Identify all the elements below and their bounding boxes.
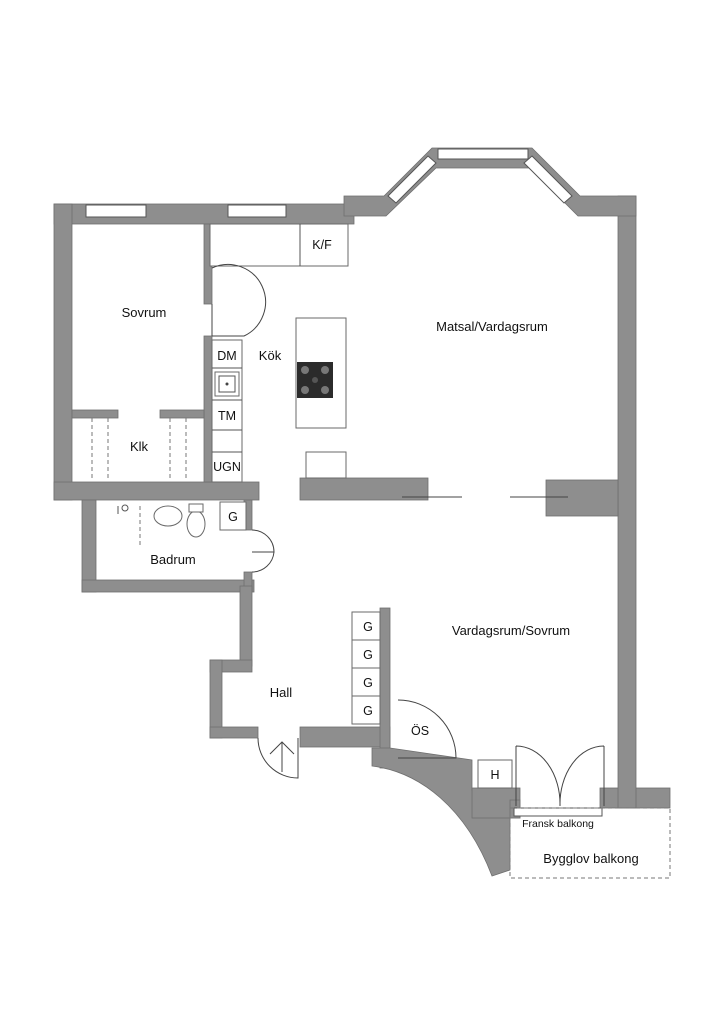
wall-east [617, 195, 637, 809]
balcony-rail [513, 807, 603, 817]
door-entrance [257, 737, 299, 779]
door-bath [251, 529, 275, 573]
label-fransk-balkong: Fransk balkong [522, 818, 594, 830]
wall-west [53, 203, 73, 501]
door-os [397, 699, 457, 759]
doors [211, 263, 605, 817]
counter-side [211, 339, 243, 483]
room-label-kok: Kök [259, 348, 282, 363]
closet-klk [91, 418, 187, 480]
wall-bath-west [81, 499, 97, 593]
room-label-hall: Hall [270, 685, 293, 700]
label-tm: TM [218, 409, 236, 423]
label-os: ÖS [411, 724, 429, 738]
wall-closet-right [159, 409, 205, 419]
window-kitchen [227, 204, 287, 218]
label-h: H [490, 768, 499, 782]
label-ugn: UGN [213, 460, 241, 474]
label-g-wardrobe-4: G [363, 704, 373, 718]
wardrobes [351, 611, 513, 789]
wall-hall-step [239, 585, 253, 667]
room-label-badrum: Badrum [150, 552, 196, 567]
wall-bath-south [81, 579, 255, 593]
wall-hall-west [209, 659, 223, 739]
label-g-wardrobe-2: G [363, 648, 373, 662]
wall-bedroom-south [53, 481, 260, 501]
wall-hall-south-left [209, 726, 259, 739]
wall-east-pilaster [545, 479, 619, 517]
wall-bedroom-east-lower [203, 335, 213, 483]
room-label-sovrum: Sovrum [122, 305, 167, 320]
bathroom-fixtures [117, 501, 247, 548]
wall-closet-left [71, 409, 119, 419]
room-label-vardagsrum-sovrum: Vardagsrum/Sovrum [452, 623, 570, 638]
kitchen-counter-stub [305, 451, 347, 479]
window-bedroom [85, 204, 147, 218]
label-g-bath: G [228, 510, 238, 524]
window-bay-left [387, 155, 437, 204]
labels: Sovrum Klk Kök Matsal/Vardagsrum Badrum … [122, 238, 639, 866]
room-label-matsal: Matsal/Vardagsrum [436, 319, 548, 334]
door-balcony [515, 745, 605, 807]
walls [53, 147, 671, 877]
h-cabinet [477, 759, 513, 789]
entrance-arrow [269, 741, 295, 772]
window-bay-right [523, 155, 573, 204]
label-dm: DM [217, 349, 236, 363]
wall-hall-south-right [299, 726, 391, 748]
kitchen [209, 223, 349, 483]
window-bay-center [437, 148, 529, 160]
windows [85, 148, 573, 218]
wall-wardrobe-east [379, 607, 391, 769]
washbasin [153, 505, 183, 527]
counter-top [209, 223, 349, 267]
label-g-wardrobe-1: G [363, 620, 373, 634]
wall-kitchen-partition [299, 477, 429, 501]
label-kf: K/F [312, 238, 332, 252]
toilet [186, 510, 206, 538]
door-bedroom [211, 263, 267, 337]
bygglov-balkong-outline [509, 807, 671, 879]
label-g-wardrobe-3: G [363, 676, 373, 690]
room-label-klk: Klk [130, 439, 149, 454]
bath-cabinet [219, 501, 247, 531]
label-bygglov-balkong: Bygglov balkong [543, 851, 638, 866]
